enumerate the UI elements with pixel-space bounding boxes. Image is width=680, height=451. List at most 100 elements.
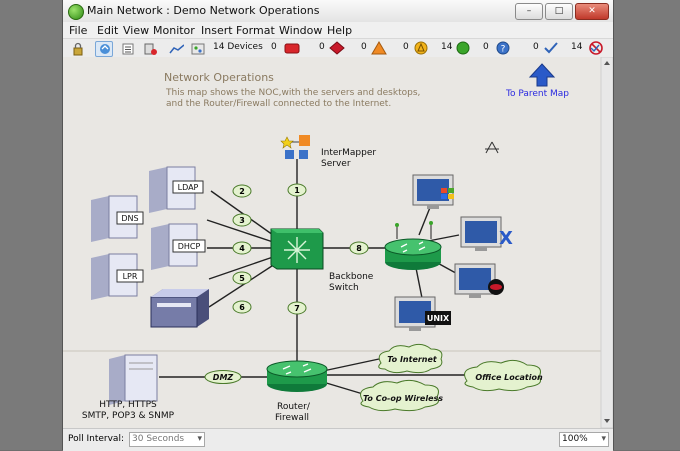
link-number: 5 [239, 274, 245, 283]
to-parent-map-link[interactable]: To Parent Map [505, 63, 569, 99]
link-badge-8[interactable]: 8 [349, 241, 369, 255]
unix-logo-label: UNIX [427, 314, 450, 323]
title-bar: Main Network : Demo Network Operations –… [63, 0, 613, 23]
unnamed-server-node[interactable] [150, 289, 209, 328]
dhcp-server-node[interactable]: DHCP [151, 223, 206, 270]
backbone-label-line2: Switch [329, 283, 359, 293]
chart-icon[interactable] [167, 41, 185, 57]
link-badge-3[interactable]: 3 [232, 213, 252, 227]
lock-icon[interactable] [69, 41, 87, 57]
unmonitored-count: 14 [571, 42, 583, 52]
zoom-select[interactable]: 100% ▾ [559, 432, 609, 447]
dns-label: DNS [121, 214, 138, 223]
co-op-wireless-label: To Co-op Wireless [363, 394, 443, 403]
poll-interval-label: Poll Interval: [68, 434, 124, 444]
list-view-icon[interactable] [119, 41, 137, 57]
link-number: 8 [356, 244, 362, 253]
ok-status-icon[interactable] [455, 41, 471, 55]
scroll-down-icon[interactable] [604, 419, 610, 423]
menu-insert[interactable]: Insert [201, 24, 233, 37]
down-count: 0 [271, 42, 277, 52]
router-label-line1: Router/ [277, 402, 311, 412]
close-button[interactable]: ✕ [575, 3, 609, 20]
chevron-down-icon: ▾ [197, 434, 202, 444]
mac-desktop-node[interactable]: X [460, 216, 513, 251]
backbone-label-line1: Backbone [329, 272, 374, 282]
parent-map-label: To Parent Map [505, 89, 569, 99]
link-badge-7[interactable]: 7 [287, 301, 307, 315]
maximize-button[interactable]: □ [545, 3, 573, 20]
lpr-server-node[interactable]: LPR [91, 253, 144, 300]
redhat-logo-icon [488, 279, 504, 295]
switch-star-icon [284, 237, 310, 263]
router-firewall-node[interactable]: Router/ Firewall [266, 360, 328, 423]
scroll-up-icon[interactable] [604, 61, 610, 65]
menu-monitor[interactable]: Monitor [153, 24, 195, 37]
unknown-count: 0 [483, 42, 489, 52]
menu-help[interactable]: Help [327, 24, 353, 37]
link-badge-1[interactable]: 1 [287, 183, 307, 197]
menu-file[interactable]: File [69, 24, 88, 37]
dmz-link-badge[interactable]: DMZ [204, 370, 242, 384]
intermapper-server-node[interactable]: InterMapper Server [280, 135, 376, 169]
menu-window[interactable]: Window [279, 24, 323, 37]
office-location-label: Office Location [475, 373, 543, 382]
windows-logo-icon [441, 188, 454, 199]
link-badge-4[interactable]: 4 [232, 241, 252, 255]
link-badge-6[interactable]: 6 [232, 300, 252, 314]
map-description-line2: and the Router/Firewall connected to the… [166, 99, 391, 109]
poll-interval-select[interactable]: 30 Seconds ▾ [129, 432, 205, 447]
link-badge-5[interactable]: 5 [232, 271, 252, 285]
windows-desktop-node[interactable] [412, 174, 454, 209]
link-number: 4 [239, 244, 245, 253]
window-title: Main Network : Demo Network Operations [87, 4, 320, 17]
acked-count: 0 [533, 42, 539, 52]
intermapper-logo-icon [280, 135, 310, 159]
menu-format[interactable]: Format [236, 24, 275, 37]
acknowledged-check-icon[interactable] [543, 41, 559, 55]
up-arrow-icon [528, 63, 556, 87]
unmonitored-icon[interactable] [587, 41, 605, 55]
unix-desktop-node[interactable]: UNIX [394, 296, 451, 331]
ldap-server-node[interactable]: LDAP [149, 166, 204, 213]
warning-count: 0 [403, 42, 409, 52]
network-map-canvas[interactable]: Network Operations This map shows the NO… [63, 57, 613, 428]
link-badge-2[interactable]: 2 [232, 184, 252, 198]
warning-status-icon[interactable] [413, 41, 429, 55]
network-symbol-icon [485, 141, 499, 154]
office-location-cloud[interactable]: Office Location [464, 359, 543, 392]
menu-bar: File Edit View Monitor Insert Format Win… [63, 22, 613, 38]
unknown-status-icon[interactable]: ? [495, 41, 511, 55]
status-bar: Poll Interval: 30 Seconds ▾ 100% ▾ [63, 428, 613, 451]
down-status-icon[interactable] [283, 41, 301, 55]
dmz-label: DMZ [213, 373, 234, 382]
link-number: 6 [239, 303, 245, 312]
vertical-scrollbar[interactable] [600, 57, 613, 428]
dhcp-label: DHCP [178, 242, 201, 251]
backbone-switch-node[interactable]: Backbone Switch [270, 228, 374, 293]
link-number: 7 [294, 304, 300, 313]
poll-interval-value: 30 Seconds [132, 434, 185, 444]
alarm-status-icon[interactable] [371, 41, 387, 55]
ok-count: 14 [441, 42, 453, 52]
critical-status-icon[interactable] [329, 41, 345, 55]
app-window: Main Network : Demo Network Operations –… [62, 0, 614, 451]
dmz-server-label-line2: SMTP, POP3 & SNMP [82, 411, 175, 421]
dmz-server-label-line1: HTTP, HTTPS [99, 400, 157, 410]
map-heading: Network Operations [164, 71, 274, 84]
to-internet-cloud[interactable]: To Internet [378, 343, 443, 374]
redhat-desktop-node[interactable] [454, 263, 504, 298]
device-count: 14 Devices [213, 42, 263, 52]
delete-device-icon[interactable] [141, 41, 159, 57]
dns-server-node[interactable]: DNS [91, 195, 144, 242]
browse-mode-icon[interactable] [95, 41, 113, 57]
map-view-icon[interactable] [189, 41, 207, 57]
chevron-down-icon: ▾ [601, 434, 606, 444]
dmz-server-node[interactable]: HTTP, HTTPS SMTP, POP3 & SNMP [82, 354, 175, 421]
minimize-button[interactable]: – [515, 3, 543, 20]
mac-os-x-icon: X [499, 228, 513, 249]
co-op-wireless-cloud[interactable]: To Co-op Wireless [360, 379, 444, 412]
menu-edit[interactable]: Edit [97, 24, 119, 37]
desktop-router-node[interactable] [384, 221, 442, 270]
menu-view[interactable]: View [123, 24, 150, 37]
